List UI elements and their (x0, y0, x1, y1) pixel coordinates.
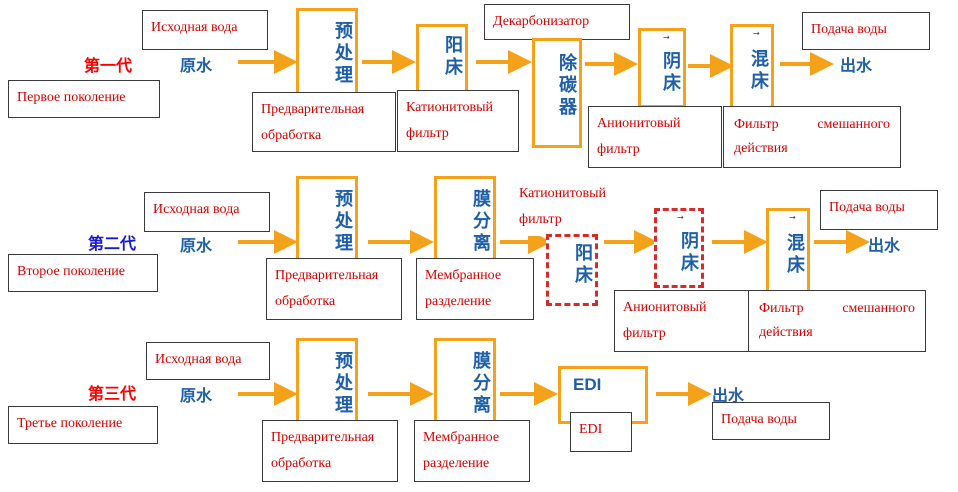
g2-mixed-label: Фильтр смешанного действия (748, 290, 926, 352)
g2-mixed-cn: 混床 (784, 233, 805, 277)
g2-mixed-tiny-arrow-icon: → (789, 213, 796, 222)
g1-decarbonizer-cn: 除碳器 (556, 53, 577, 119)
g1-pretreatment-cn: 预处理 (332, 21, 353, 87)
g1-mixed-box: → 混床 (730, 24, 774, 110)
g1-anion-cn: 阴床 (660, 51, 681, 95)
g2-membrane-cn: 膜分离 (470, 189, 491, 255)
g2-raw-water-cn: 原水 (180, 236, 213, 255)
g1-cation-cn: 阳床 (442, 35, 463, 79)
g3-membrane-box: 膜分离 (434, 338, 496, 430)
g1-output-cn: 出水 (840, 56, 873, 75)
g1-anion-label: Анионитовый фильтр (588, 106, 722, 168)
g3-pretreatment-box: 预处理 (296, 338, 358, 430)
g3-edi-title: EDI (573, 375, 602, 394)
g3-raw-water-cn: 原水 (180, 386, 213, 405)
g3-membrane-label: Мембранное разделение (414, 420, 530, 482)
g3-raw-water-label: Исходная вода (146, 342, 270, 380)
g2-cation-cn: 阳床 (572, 243, 593, 287)
g3-generation-title: 第三代 (88, 384, 137, 403)
g2-cation-dashed-box: 阳床 (546, 234, 598, 306)
g3-edi-label: EDI (570, 412, 632, 452)
g2-output-cn: 出水 (868, 236, 901, 255)
g1-raw-water-label: Исходная вода (142, 10, 268, 50)
g3-output-label: Подача воды (712, 402, 830, 440)
g1-decarbonizer-box: 除碳器 (532, 38, 582, 148)
g2-mixed-label-l2: действия (759, 325, 813, 340)
g1-pretreatment-label: Предварительная обработка (252, 92, 396, 152)
g2-anion-label: Анионитовый фильтр (614, 290, 750, 352)
g2-mixed-box: → 混床 (766, 208, 810, 294)
g1-pretreatment-box: 预处理 (296, 8, 358, 100)
g2-mixed-label-l1a: Фильтр (759, 301, 804, 316)
g2-pretreatment-cn: 预处理 (332, 189, 353, 255)
g1-output-label: Подача воды (802, 12, 930, 50)
g3-pretreatment-label: Предварительная обработка (262, 420, 398, 482)
g3-membrane-cn: 膜分离 (470, 351, 491, 417)
g2-anion-dashed-box: → 阴床 (654, 208, 704, 288)
g2-anion-cn: 阴床 (678, 231, 699, 275)
g1-generation-desc: Первое поколение (8, 80, 160, 118)
g3-output-cn: 出水 (712, 386, 745, 405)
g3-generation-desc: Третье поколение (8, 406, 158, 444)
g2-generation-title: 第二代 (88, 234, 137, 253)
g2-mixed-label-l1b: смешанного (842, 301, 915, 316)
g1-mixed-label: Фильтр смешанного действия (723, 106, 901, 168)
g2-output-label: Подача воды (820, 190, 938, 230)
g2-membrane-label: Мембранное разделение (416, 258, 534, 320)
g2-cation-label: Катионитовый фильтр (510, 176, 634, 236)
g2-anion-tiny-arrow-icon: → (677, 213, 684, 222)
g1-anion-tiny-arrow-icon: → (663, 33, 670, 42)
g3-pretreatment-cn: 预处理 (332, 351, 353, 417)
g2-raw-water-label: Исходная вода (144, 192, 270, 232)
g2-pretreatment-box: 预处理 (296, 176, 358, 268)
g2-pretreatment-label: Предварительная обработка (266, 258, 402, 320)
g1-mixed-label-l2: действия (734, 141, 788, 156)
g2-membrane-box: 膜分离 (434, 176, 496, 268)
g1-generation-title: 第一代 (84, 56, 133, 75)
g1-mixed-cn: 混床 (748, 49, 769, 93)
g1-cation-label: Катионитовый фильтр (397, 90, 519, 152)
g1-raw-water-cn: 原水 (180, 56, 213, 75)
g1-mixed-tiny-arrow-icon: → (753, 29, 760, 38)
g1-mixed-label-l1a: Фильтр (734, 117, 779, 132)
g1-anion-box: → 阴床 (638, 28, 686, 108)
g2-generation-desc: Второе поколение (8, 254, 158, 292)
g1-decarbonizer-label: Декарбонизатор (484, 4, 630, 40)
g1-cation-box: 阳床 (416, 24, 468, 94)
g1-mixed-label-l1b: смешанного (817, 117, 890, 132)
